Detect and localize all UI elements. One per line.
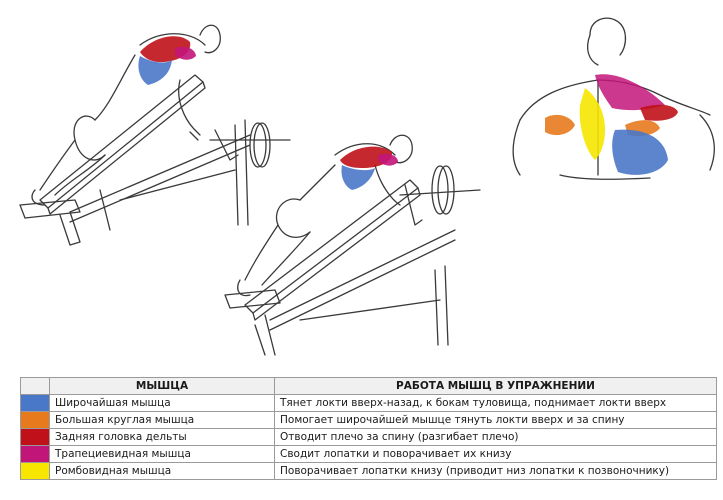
muscles-top-left [138, 36, 196, 85]
muscle-name: Широчайшая мышца [49, 394, 275, 412]
muscles-center [340, 146, 398, 190]
figure-center [237, 134, 413, 297]
muscle-work: Помогает широчайшей мышце тянуть локти в… [274, 411, 717, 429]
muscle-name: Задняя головка дельты [49, 428, 275, 446]
muscle-work: Сводит лопатки и поворачивает их книзу [274, 445, 717, 463]
muscle-name: Большая круглая мышца [49, 411, 275, 429]
color-swatch [20, 411, 50, 429]
exercise-illustration [19, 17, 715, 356]
table-row: Трапециевидная мышца Сводит лопатки и по… [20, 445, 717, 463]
header-work: РАБОТА МЫШЦ В УПРАЖНЕНИИ [274, 377, 717, 395]
table-row: Ромбовидная мышца Поворачивает лопатки к… [20, 462, 717, 480]
color-swatch [20, 428, 50, 446]
color-swatch [20, 462, 50, 480]
muscle-name: Трапециевидная мышца [49, 445, 275, 463]
muscle-name: Ромбовидная мышца [49, 462, 275, 480]
machine-top-left [19, 74, 291, 246]
table-header-row: МЫШЦА РАБОТА МЫШЦ В УПРАЖНЕНИИ [20, 377, 717, 395]
header-muscle: МЫШЦА [49, 377, 275, 395]
table-row: Задняя головка дельты Отводит плечо за с… [20, 428, 717, 446]
muscle-work: Поворачивает лопатки книзу (приводит низ… [274, 462, 717, 480]
machine-center [224, 165, 481, 356]
muscles-back-view [545, 74, 678, 175]
muscle-work: Тянет локти вверх-назад, к бокам туловищ… [274, 394, 717, 412]
table-row: Широчайшая мышца Тянет локти вверх-назад… [20, 394, 717, 412]
table-row: Большая круглая мышца Помогает широчайше… [20, 411, 717, 429]
muscle-work: Отводит плечо за спину (разгибает плечо) [274, 428, 717, 446]
color-swatch [20, 394, 50, 412]
color-swatch [20, 445, 50, 463]
header-swatch-cell [20, 377, 50, 395]
figure-top-left [31, 24, 221, 206]
muscle-table: МЫШЦА РАБОТА МЫШЦ В УПРАЖНЕНИИ Широчайша… [20, 377, 717, 480]
